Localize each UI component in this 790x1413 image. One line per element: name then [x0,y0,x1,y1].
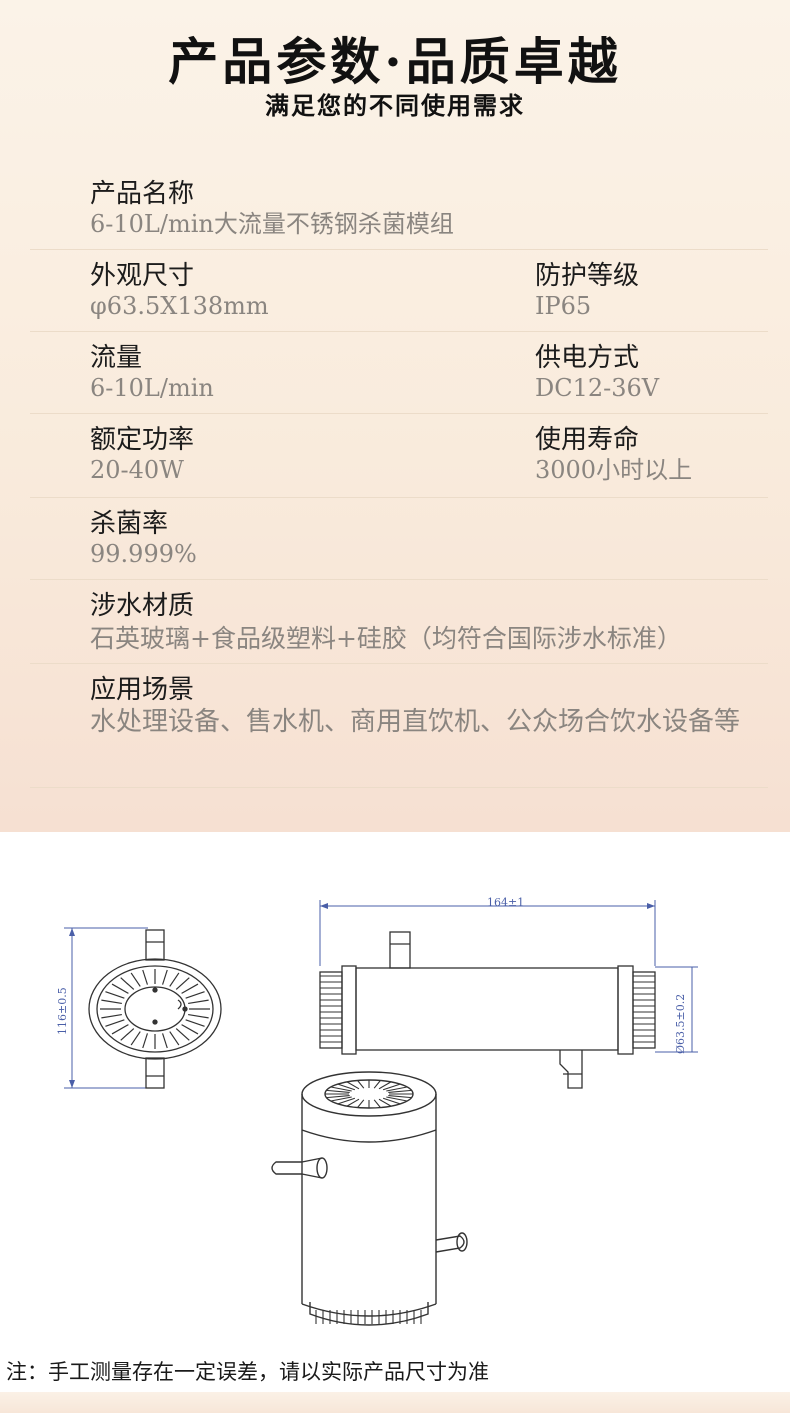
fin-line [169,972,180,987]
page-subtitle: 满足您的不同使用需求 [265,91,525,120]
fin-line [181,983,199,994]
bottom-strip [0,1392,790,1413]
spec-value: 6-10L/min大流量不锈钢杀菌模组 [90,210,454,238]
spec-row-name: 产品名称 6-10L/min大流量不锈钢杀菌模组 [30,172,768,250]
fin-line [330,1096,352,1102]
end-cap-fins [100,969,210,1049]
fin-line [330,1086,352,1092]
spec-label: 防护等级 [535,261,640,291]
dimension-length: 164±1 [487,896,524,909]
fin-line [373,1080,381,1089]
fin-line [185,991,205,999]
fin-line [382,1097,401,1105]
fin-line [388,1095,412,1099]
spec-rated-power: 额定功率 20-40W [90,424,510,484]
fin-line [105,991,125,999]
spec-value: 20-40W [90,456,184,484]
fin-line [142,969,149,985]
spec-flow: 流量 6-10L/min [90,342,510,402]
dimension-height: 116±0.5 [56,987,69,1035]
fin-line [181,1024,199,1035]
fin-line [326,1089,350,1093]
fin-line [120,1028,135,1041]
fin-line [142,1033,149,1049]
fin-line [346,1081,360,1090]
spec-row-flow: 流量 6-10L/min 供电方式 DC12-36V [30,332,768,414]
spec-product-name: 产品名称 6-10L/min大流量不锈钢杀菌模组 [90,178,750,238]
isometric-view [271,1071,468,1326]
fin-line [169,1031,180,1046]
side-view-fins [320,975,655,1043]
spec-label: 供电方式 [535,343,640,373]
spec-label: 外观尺寸 [90,261,195,291]
spec-value: 石英玻璃+食品级塑料+硅胶（均符合国际涉水标准） [90,624,682,653]
spec-protection: 防护等级 IP65 [535,260,765,320]
fin-line [386,1096,408,1102]
spec-label: 流量 [90,343,143,373]
fin-line [326,1095,350,1099]
spec-value: φ63.5X138mm [90,292,269,320]
page-title: 产品参数·品质卓越 [168,32,622,91]
spec-wetted-material: 涉水材质 石英玻璃+食品级塑料+硅胶（均符合国际涉水标准） [90,590,750,656]
fin-line [382,1083,401,1091]
spec-value: IP65 [535,292,592,320]
spec-label: 额定功率 [90,425,195,455]
fin-line [105,1019,125,1027]
fin-line [185,1019,205,1027]
fin-line [101,1013,122,1019]
spec-row-size: 外观尺寸 φ63.5X138mm 防护等级 IP65 [30,250,768,332]
technical-drawing: 164±1 116±0.5 Ø63.5±0.2 [0,832,790,1352]
spec-value: 3000小时以上 [535,456,693,484]
spec-label: 使用寿命 [535,425,640,455]
fin-line [161,1033,168,1049]
measurement-note: 注：手工测量存在一定误差，请以实际产品尺寸为准 [6,1360,489,1384]
spec-panel: 产品参数·品质卓越 满足您的不同使用需求 产品名称 6-10L/min大流量不锈… [0,0,790,832]
spec-value: 水处理设备、售水机、商用直饮机、公众场合饮水设备等 [90,707,741,737]
fin-line [120,977,135,990]
spec-row-application: 应用场景 水处理设备、售水机、商用直饮机、公众场合饮水设备等 [30,664,768,788]
technical-drawing-svg: 164±1 116±0.5 Ø63.5±0.2 [56,896,698,1326]
fin-line [161,969,168,985]
spec-label: 涉水材质 [90,591,195,621]
fin-line [111,1024,129,1035]
fin-line [346,1098,360,1107]
end-cap-view [64,927,222,1089]
fin-line [378,1081,392,1090]
fin-line [386,1086,408,1092]
fin-line [111,983,129,994]
fin-line [175,1028,190,1041]
fin-line [388,1089,412,1093]
spec-power-supply: 供电方式 DC12-36V [535,342,765,402]
isometric-fins [315,1080,422,1324]
fin-line [188,1013,209,1019]
spec-row-material: 涉水材质 石英玻璃+食品级塑料+硅胶（均符合国际涉水标准） [30,580,768,664]
fin-line [373,1099,381,1108]
fin-line [337,1097,356,1105]
spec-label: 应用场景 [90,675,195,705]
fin-line [130,1031,141,1046]
spec-dimensions: 外观尺寸 φ63.5X138mm [90,260,510,320]
spec-value: 6-10L/min [90,374,214,402]
fin-line [188,999,209,1005]
fin-line [130,972,141,987]
spec-row-sterilization: 杀菌率 99.999% [30,498,768,580]
spec-lifespan: 使用寿命 3000小时以上 [535,424,765,484]
fin-line [337,1083,356,1091]
spec-application: 应用场景 水处理设备、售水机、商用直饮机、公众场合饮水设备等 [90,674,750,738]
fin-line [357,1080,365,1089]
fin-line [357,1099,365,1108]
spec-value: DC12-36V [535,374,660,402]
spec-row-power: 额定功率 20-40W 使用寿命 3000小时以上 [30,414,768,498]
side-view [319,900,698,1089]
fin-line [101,999,122,1005]
spec-sterilization-rate: 杀菌率 99.999% [90,508,750,568]
dimension-diameter: Ø63.5±0.2 [674,994,687,1054]
spec-label: 产品名称 [90,179,195,209]
fin-line [378,1098,392,1107]
fin-line [175,977,190,990]
spec-value: 99.999% [90,540,197,568]
spec-label: 杀菌率 [90,509,169,539]
